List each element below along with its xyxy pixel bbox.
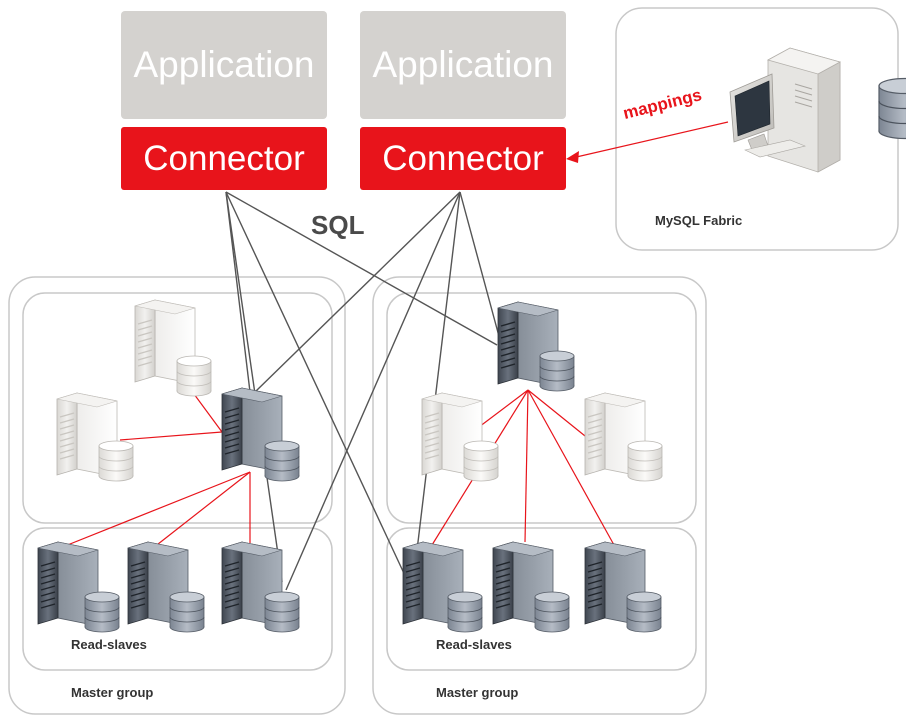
application-label: Application <box>372 44 554 85</box>
sql-links <box>225 191 501 593</box>
right-read-slaves-label: Read-slaves <box>436 637 512 652</box>
left-master-group-label: Master group <box>71 685 154 700</box>
left-read-slaves-box <box>22 527 333 671</box>
right-master-box <box>386 292 697 524</box>
right-master-group-label: Master group <box>436 685 519 700</box>
application-box-2: Application <box>360 11 566 119</box>
application-label: Application <box>133 44 315 85</box>
connector-box-1: Connector <box>121 127 327 190</box>
mappings-label: mappings <box>621 85 704 124</box>
right-read-slaves-box <box>386 527 697 671</box>
workstation-icon <box>729 47 842 173</box>
left-master-box <box>22 292 333 524</box>
right-master-group-container <box>372 276 707 715</box>
left-read-slaves-label: Read-slaves <box>71 637 147 652</box>
connector-box-2: Connector <box>360 127 566 190</box>
application-box-1: Application <box>121 11 327 119</box>
fabric-label: MySQL Fabric <box>655 213 743 228</box>
connector-label: Connector <box>382 138 544 178</box>
left-master-group-container <box>8 276 346 715</box>
connector-label: Connector <box>143 138 305 178</box>
sql-label: SQL <box>311 210 365 240</box>
